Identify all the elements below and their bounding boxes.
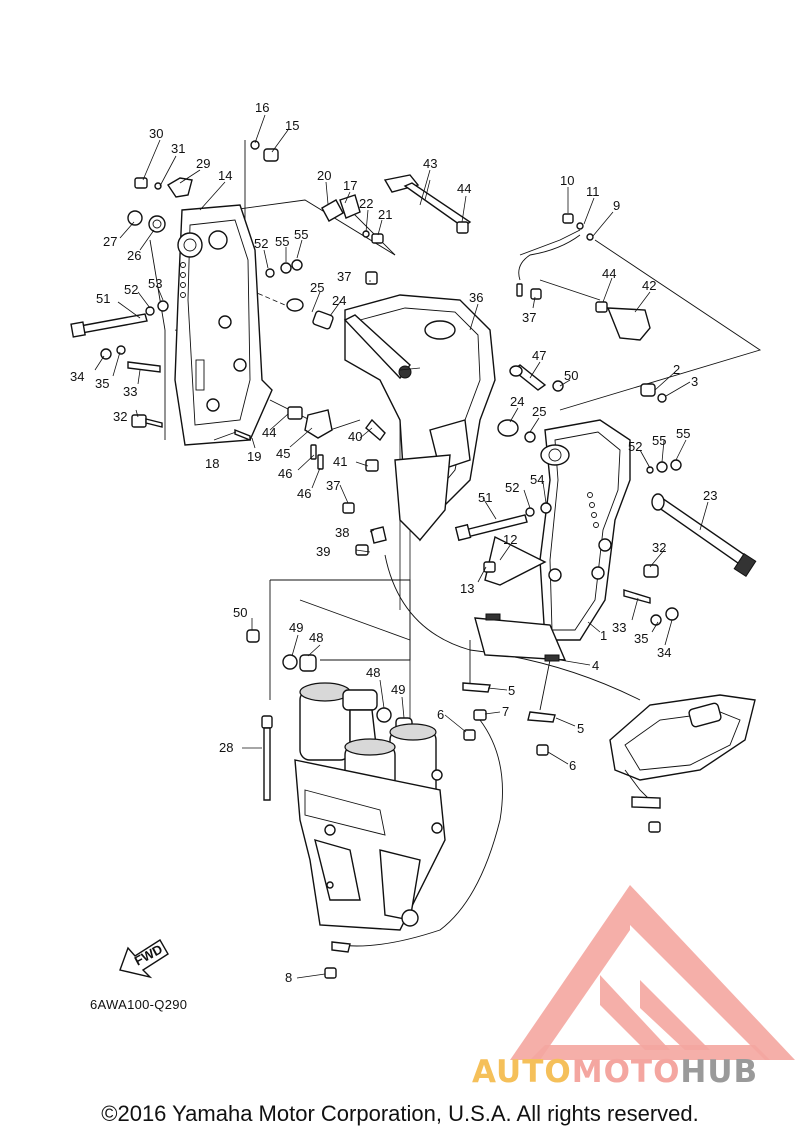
callout-50b: 50 [233,605,247,620]
callout-36: 36 [469,290,483,305]
tilt-shaft [651,493,757,578]
leader-lines [94,114,709,979]
callout-52: 52 [124,282,138,297]
callout-37c: 37 [326,478,340,493]
callout-2: 2 [673,362,680,377]
callout-55d: 55 [676,426,690,441]
callout-40: 40 [348,429,362,444]
callout-44c: 44 [262,425,276,440]
callout-26: 26 [127,248,141,263]
callout-50: 50 [564,368,578,383]
callout-12: 12 [503,532,517,547]
callout-14: 14 [218,168,232,183]
callout-52d: 52 [628,439,642,454]
callout-51: 51 [96,291,110,306]
callout-48: 48 [309,630,323,645]
callout-15: 15 [285,118,299,133]
callout-30: 30 [149,126,163,141]
callout-37b: 37 [522,310,536,325]
callout-44: 44 [457,181,471,196]
callout-17: 17 [343,178,357,193]
callout-5b: 5 [577,721,584,736]
callout-25: 25 [310,280,324,295]
callout-52b: 52 [254,236,268,251]
callout-20: 20 [317,168,331,183]
callout-39: 39 [316,544,330,559]
callout-35b: 35 [634,631,648,646]
wordmark-hub: HUB [680,1054,759,1090]
long-bolts [70,313,528,542]
callout-55: 55 [275,234,289,249]
callout-24: 24 [332,293,346,308]
callout-55b: 55 [294,227,308,242]
callout-18: 18 [205,456,219,471]
callout-4: 4 [592,658,599,673]
automotohub-logo-icon [510,885,795,1060]
pins [383,174,547,391]
callout-numbers: 1 2 3 4 5 5 6 6 7 8 9 10 11 12 13 14 15 … [70,100,717,985]
callout-48b: 48 [366,665,380,680]
callout-25b: 25 [532,404,546,419]
right-clamp-bracket [539,419,631,641]
callout-51b: 51 [478,490,492,505]
callout-47: 47 [532,348,546,363]
callout-35: 35 [95,376,109,391]
callout-27: 27 [103,234,117,249]
callout-11: 11 [586,184,600,199]
callout-45: 45 [276,446,290,461]
callout-37: 37 [337,269,351,284]
callout-10: 10 [560,173,574,188]
callout-29: 29 [196,156,210,171]
callout-49b: 49 [391,682,405,697]
callout-6b: 6 [569,758,576,773]
callout-32: 32 [113,409,127,424]
callout-31: 31 [171,141,185,156]
callout-41: 41 [333,454,347,469]
fwd-arrow-icon: FWD [119,939,169,979]
callout-33: 33 [123,384,137,399]
callout-7: 7 [502,704,509,719]
wordmark-moto: MOTO [571,1054,681,1090]
callout-54: 54 [530,472,544,487]
callout-28: 28 [219,740,233,755]
callout-16: 16 [255,100,269,115]
fasteners [100,140,682,979]
callout-34: 34 [70,369,84,384]
copyright-notice: ©2016 Yamaha Motor Corporation, U.S.A. A… [101,1101,699,1126]
swivel-bracket [343,294,496,542]
callout-13: 13 [460,581,474,596]
callout-55c: 55 [652,433,666,448]
callout-1: 1 [600,628,607,643]
callout-32b: 32 [652,540,666,555]
callout-9: 9 [613,198,620,213]
callout-22: 22 [359,196,373,211]
callout-52c: 52 [505,480,519,495]
callout-34b: 34 [657,645,671,660]
callout-33b: 33 [612,620,626,635]
automotohub-wordmark: AUTOMOTOHUB [472,1054,758,1090]
callout-19: 19 [247,449,261,464]
callout-46b: 46 [297,486,311,501]
callout-21: 21 [378,207,392,222]
callout-42: 42 [642,278,656,293]
callout-23: 23 [703,488,717,503]
wordmark-auto: AUTO [472,1054,572,1090]
callout-38: 38 [335,525,349,540]
left-clamp-bracket [174,204,273,446]
callout-24b: 24 [510,394,524,409]
callout-49: 49 [289,620,303,635]
callout-5: 5 [508,683,515,698]
callout-3: 3 [691,374,698,389]
callout-44b: 44 [602,266,616,281]
power-trim-tilt-unit [294,682,446,953]
figure-code: 6AWA100-Q290 [90,997,188,1012]
callout-53: 53 [148,276,162,291]
trim-sensor-assembly [609,694,756,809]
callout-8: 8 [285,970,292,985]
callout-43: 43 [423,156,437,171]
callout-6: 6 [437,707,444,722]
callout-46: 46 [278,466,292,481]
